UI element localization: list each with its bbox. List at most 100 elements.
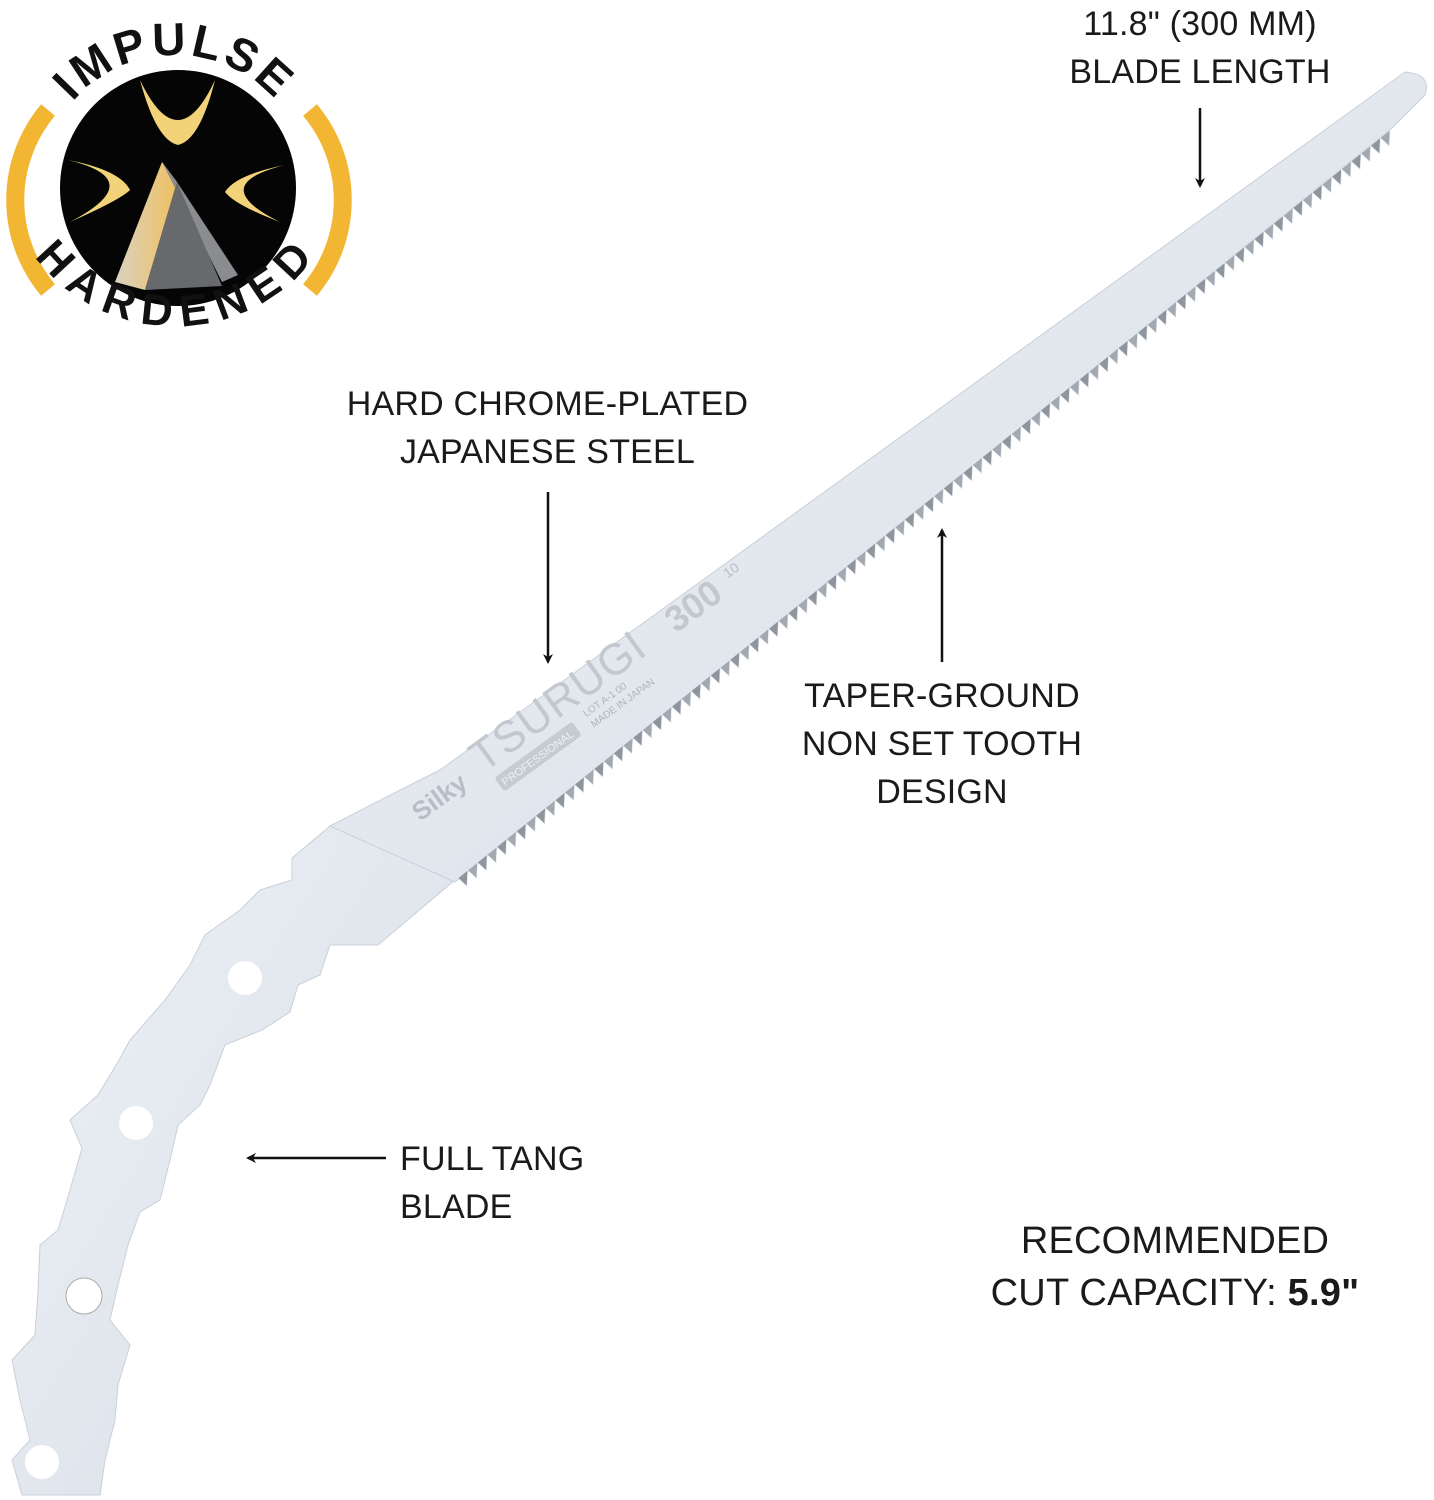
- saw-tooth: [612, 744, 624, 763]
- saw-tooth: [1020, 417, 1032, 435]
- badge-gold-arc-left: [6, 104, 55, 296]
- callout-steel: HARD CHROME-PLATED JAPANESE STEEL: [330, 380, 765, 476]
- saw-tooth: [496, 838, 507, 856]
- saw-tooth: [476, 853, 488, 872]
- saw-tooth: [787, 604, 799, 622]
- saw-tooth: [1253, 230, 1265, 248]
- saw-tooth: [1302, 191, 1313, 209]
- blade-markings: Silky TSURUGI 300 10 PROFESSIONAL LOT A-…: [406, 559, 742, 827]
- saw-tooth: [535, 807, 546, 825]
- saw-tooth: [952, 472, 964, 490]
- callout-text: HARD CHROME-PLATED: [346, 385, 749, 423]
- saw-tooth: [1059, 386, 1070, 404]
- saw-tooth: [1292, 199, 1303, 217]
- saw-tooth: [671, 698, 682, 716]
- saw-tooth: [816, 581, 828, 599]
- saw-tooth: [554, 791, 566, 809]
- saw-tooth: [797, 596, 808, 615]
- saw-tooth: [962, 464, 973, 482]
- saw-tooth: [1166, 300, 1177, 319]
- saw-tooth: [564, 783, 575, 802]
- saw-tooth: [1127, 331, 1138, 350]
- full-tang: [11, 791, 456, 1496]
- saw-tooth: [700, 674, 711, 693]
- saw-tooth: [874, 534, 886, 552]
- saw-tooth: [661, 705, 672, 724]
- saw-tooth: [739, 643, 750, 661]
- saw-tooth: [1156, 308, 1168, 326]
- saw-tooth: [651, 713, 663, 732]
- saw-tooth: [894, 518, 905, 537]
- saw-tooth: [972, 456, 983, 474]
- saw-tooth: [865, 542, 876, 560]
- saw-tooth: [826, 573, 837, 591]
- tang-hole: [228, 961, 262, 995]
- saw-tooth: [981, 448, 993, 467]
- saw-tooth: [1107, 347, 1119, 365]
- saw-tooth: [1098, 355, 1109, 373]
- saw-tooth: [1117, 339, 1129, 358]
- saw-tooth: [1331, 168, 1342, 186]
- saw-tooth: [593, 760, 604, 778]
- saw-tooth: [991, 441, 1002, 459]
- saw-tooth: [1311, 183, 1323, 202]
- tang-hole-rivet: [65, 1277, 103, 1315]
- saw-tooth: [1069, 378, 1080, 396]
- saw-tooth: [933, 487, 944, 506]
- saw-tooth: [1040, 402, 1051, 420]
- saw-tooth: [1088, 363, 1100, 381]
- saw-tooth: [1137, 324, 1148, 342]
- saw-tooth: [1282, 207, 1294, 225]
- saw-tooth: [1379, 129, 1391, 147]
- saw-tooth: [1321, 176, 1333, 194]
- saw-tooth: [583, 768, 595, 786]
- callout-text: JAPANESE STEEL: [399, 433, 696, 471]
- saw-tooth: [758, 628, 769, 646]
- saw-tooth: [855, 550, 867, 568]
- saw-tooth: [748, 635, 760, 654]
- saw-tooth: [467, 861, 478, 880]
- callout-text: 11.8" (300 MM): [1083, 5, 1317, 43]
- saw-tooth: [1078, 370, 1090, 389]
- saw-tooth: [904, 511, 915, 529]
- saw-tooth: [1175, 292, 1187, 311]
- saw-tooth: [1360, 144, 1371, 163]
- saw-tooth: [1001, 433, 1012, 451]
- callout-text: DESIGN: [876, 773, 1008, 811]
- saw-tooth: [1185, 285, 1197, 303]
- saw-tooth: [1049, 394, 1061, 412]
- saw-tooth: [574, 776, 585, 794]
- saw-tooth: [836, 565, 847, 583]
- saw-tooth: [1370, 137, 1381, 155]
- callout-text: BLADE LENGTH: [1069, 53, 1331, 91]
- callout-text: FULL TANG: [400, 1140, 585, 1178]
- callout-text: TAPER-GROUND: [804, 677, 1080, 715]
- saw-tooth: [923, 495, 935, 513]
- saw-teeth: [457, 129, 1391, 887]
- saw-tooth: [680, 690, 692, 708]
- saw-tooth: [777, 612, 789, 630]
- saw-tooth: [1146, 316, 1158, 334]
- saw-tooth: [719, 659, 731, 677]
- callout-capacity: RECOMMENDED CUT CAPACITY: 5.9": [960, 1215, 1390, 1319]
- callout-text: CUT CAPACITY:: [990, 1272, 1288, 1314]
- saw-tooth: [690, 682, 702, 700]
- saw-tooth: [913, 503, 925, 521]
- callout-teeth: TAPER-GROUND NON SET TOOTH DESIGN: [792, 672, 1092, 816]
- saw-tooth: [768, 620, 779, 638]
- saw-tooth: [1263, 222, 1274, 241]
- saw-tooth: [1205, 269, 1216, 287]
- saw-tooth: [709, 666, 721, 685]
- badge-blade-gold: [115, 162, 177, 290]
- saw-tooth: [1195, 277, 1206, 295]
- saw-tooth: [729, 651, 740, 669]
- cut-capacity-value: 5.9": [1287, 1272, 1360, 1314]
- saw-tooth: [457, 869, 469, 887]
- saw-tooth: [632, 729, 643, 747]
- saw-tooth: [1030, 409, 1041, 428]
- saw-tooth: [1350, 152, 1362, 171]
- saw-tooth: [1243, 238, 1255, 256]
- callout-tang: FULL TANG BLADE: [400, 1135, 584, 1231]
- saw-tooth: [544, 799, 556, 817]
